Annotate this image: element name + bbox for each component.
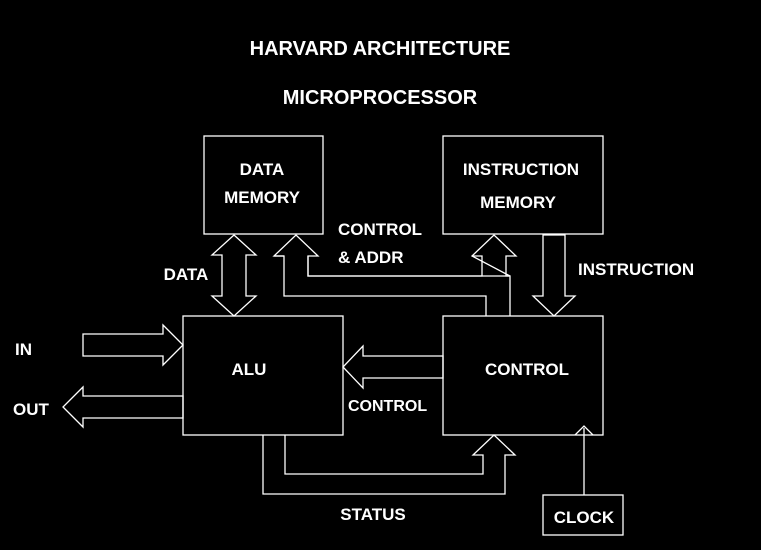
output-arrow — [62, 385, 184, 429]
clock-label: CLOCK — [554, 508, 615, 527]
diagram-title: HARVARD ARCHITECTURE — [250, 38, 511, 60]
instruction-memory-label-2: MEMORY — [480, 193, 557, 212]
control-addr-to-instruction-memory-arrow — [470, 234, 518, 277]
control-label: CONTROL — [485, 360, 569, 379]
instruction-memory-label-1: INSTRUCTION — [463, 160, 579, 179]
data-memory-label-2: MEMORY — [224, 188, 301, 207]
control-signal-arrow — [342, 344, 444, 390]
control-signal-label: CONTROL — [348, 398, 427, 415]
clock-signal-arrowhead — [574, 425, 594, 436]
input-label: IN — [15, 340, 32, 359]
status-label: STATUS — [340, 505, 405, 524]
input-arrow — [82, 323, 184, 367]
control-addr-label-2: & ADDR — [338, 248, 403, 267]
instruction-memory-block: INSTRUCTION MEMORY — [442, 135, 604, 235]
data-bus-label: DATA — [164, 265, 209, 284]
data-memory-block: DATA MEMORY — [203, 135, 324, 235]
control-addr-lower-connector — [307, 255, 483, 277]
alu-label: ALU — [232, 360, 267, 379]
data-memory-label-1: DATA — [240, 160, 285, 179]
instruction-bus-arrow — [531, 234, 577, 317]
data-bus-arrow — [210, 234, 258, 317]
control-addr-label-1: CONTROL — [338, 220, 422, 239]
alu-block: ALU — [182, 315, 344, 436]
output-label: OUT — [13, 400, 50, 419]
diagram-subtitle: MICROPROCESSOR — [283, 87, 478, 109]
clock-block: CLOCK — [542, 494, 624, 536]
control-block: CONTROL — [442, 315, 604, 436]
status-path — [262, 434, 517, 495]
instruction-bus-label: INSTRUCTION — [578, 260, 694, 279]
